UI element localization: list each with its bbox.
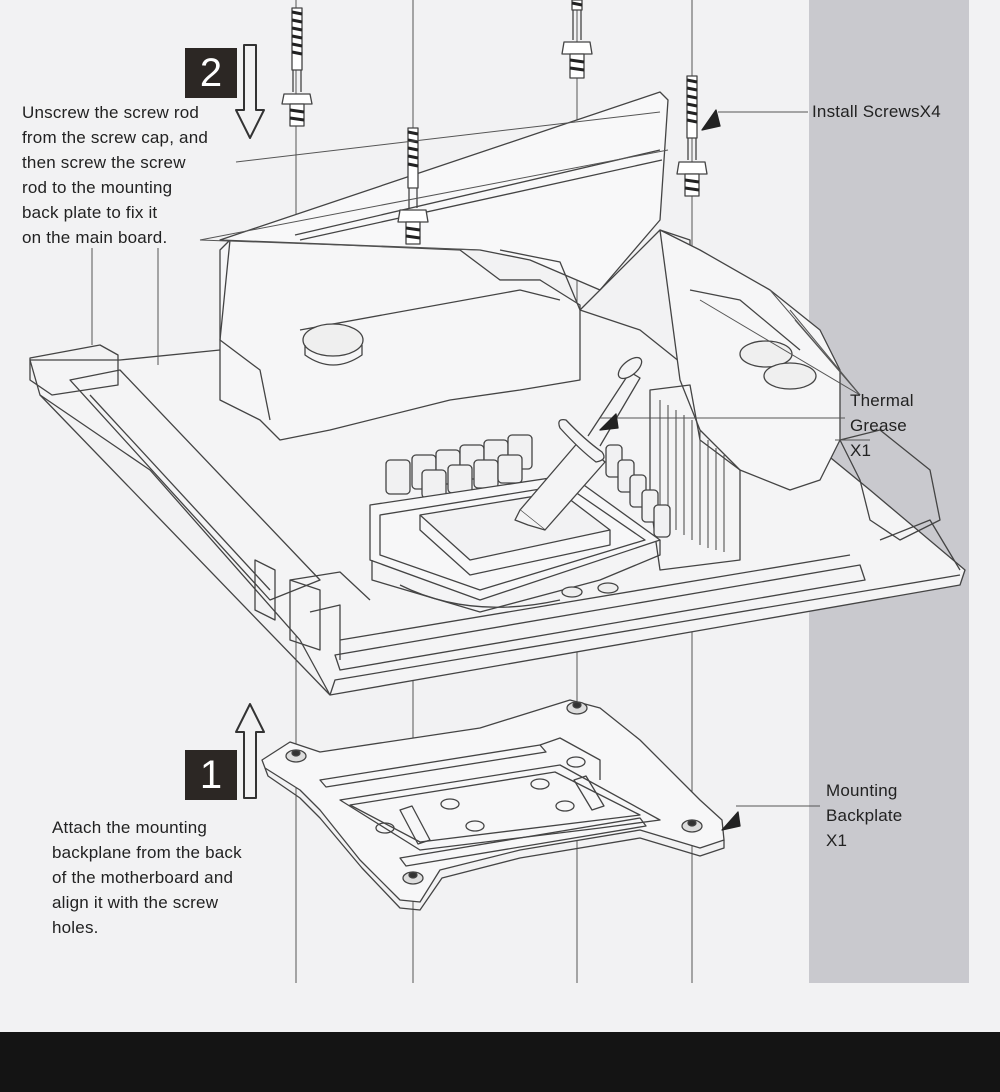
screw-d	[676, 75, 708, 197]
arrow-down-outline-icon	[235, 44, 265, 139]
backplate-pointer-arrow	[721, 811, 741, 831]
thermal-grease-syringe	[514, 356, 643, 531]
step-2-badge: 2	[185, 48, 237, 98]
motherboard	[29, 91, 966, 696]
mounting-backplate	[261, 699, 725, 911]
leader-lines	[91, 111, 870, 807]
step-1-instruction: Attach the mounting backplane from the b…	[52, 818, 242, 937]
screws-pointer-arrow	[701, 109, 721, 131]
thermal-grease-label: Thermal Grease X1	[850, 391, 914, 460]
screws	[281, 0, 708, 245]
capacitors	[385, 434, 671, 538]
cpu-socket	[369, 474, 661, 613]
screw-c	[561, 0, 593, 79]
screw-a	[281, 7, 313, 127]
arrow-up-outline-icon	[235, 703, 265, 799]
grease-pointer-arrow	[599, 413, 619, 431]
step-2-instruction: Unscrew the screw rod from the screw cap…	[22, 103, 209, 247]
mounting-backplate-label: Mounting Backplate X1	[826, 781, 903, 850]
footer-band	[0, 1032, 1000, 1092]
backplate-studs	[285, 701, 703, 885]
step-1-badge: 1	[185, 750, 237, 800]
install-screws-label: Install ScrewsX4	[812, 102, 941, 121]
backplate-holes	[375, 756, 586, 834]
